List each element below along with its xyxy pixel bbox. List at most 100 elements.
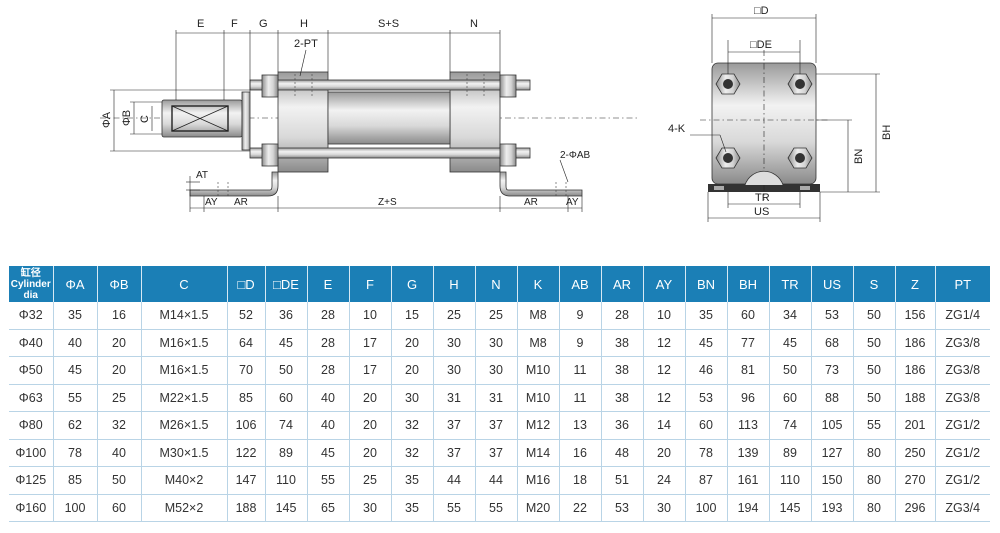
table-cell: 62: [53, 411, 98, 440]
table-cell: M30×1.5: [141, 439, 228, 467]
table-cell: 28: [601, 302, 644, 330]
table-cell: M22×1.5: [141, 384, 228, 412]
table-cell: 145: [769, 494, 812, 522]
table-cell: 50: [265, 356, 308, 385]
table-cell: 38: [601, 356, 644, 385]
table-cell: 32: [97, 411, 142, 440]
table-cell: 53: [811, 302, 854, 330]
table-cell: 22: [559, 494, 602, 522]
table-cell: 55: [307, 466, 350, 495]
technical-drawings: E F G H S+S N 2-PT ΦA ΦB C AT AY AR Z+S …: [100, 5, 893, 222]
table-cell: 36: [601, 411, 644, 440]
table-cell: 55: [475, 494, 518, 522]
table-cell: 65: [307, 494, 350, 522]
table-cell: 296: [895, 494, 936, 522]
table-cell: 35: [391, 494, 434, 522]
dim-label-ar-right: AR: [524, 197, 538, 208]
table-cell: 20: [349, 439, 392, 467]
table-cell: M10: [517, 356, 560, 385]
table-cell: 186: [895, 356, 936, 385]
table-cell: M26×1.5: [141, 411, 228, 440]
table-cell: 81: [727, 356, 770, 385]
column-header: K: [517, 266, 560, 302]
row-cylinder-dia: Φ32: [9, 302, 54, 330]
dim-label-c: C: [139, 115, 151, 123]
dim-label-ay-right: AY: [566, 197, 579, 208]
table-cell: 60: [727, 302, 770, 330]
dim-label-phi-a: ΦA: [101, 111, 113, 128]
table-cell: 77: [727, 329, 770, 357]
column-header: □D: [227, 266, 266, 302]
column-header: AR: [601, 266, 644, 302]
table-cell: ZG1/2: [935, 466, 990, 495]
table-cell: 30: [475, 329, 518, 357]
table-cell: 20: [97, 356, 142, 385]
dim-label-g: G: [259, 18, 268, 30]
table-cell: 100: [53, 494, 98, 522]
table-cell: 45: [265, 329, 308, 357]
table-cell: 17: [349, 356, 392, 385]
table-cell: 250: [895, 439, 936, 467]
table-cell: 40: [307, 411, 350, 440]
table-cell: 55: [853, 411, 896, 440]
table-cell: ZG1/2: [935, 439, 990, 467]
table-cell: 30: [391, 384, 434, 412]
table-cell: 37: [433, 439, 476, 467]
table-cell: 11: [559, 356, 602, 385]
end-view: □D □DE 4-K BH BN TR US: [668, 5, 893, 222]
table-cell: 38: [601, 329, 644, 357]
table-cell: 15: [391, 302, 434, 330]
table-cell: 30: [475, 356, 518, 385]
table-cell: M16: [517, 466, 560, 495]
table-cell: 188: [227, 494, 266, 522]
table-cell: 51: [601, 466, 644, 495]
table-cell: 25: [475, 302, 518, 330]
table-cell: 60: [685, 411, 728, 440]
table-cell: 31: [433, 384, 476, 412]
header-cylinder-dia-cn: 缸径: [20, 267, 41, 279]
column-header: C: [141, 266, 228, 302]
table-cell: 194: [727, 494, 770, 522]
table-cell: 40: [53, 329, 98, 357]
table-cell: 50: [97, 466, 142, 495]
table-cell: 78: [685, 439, 728, 467]
table-cell: M20: [517, 494, 560, 522]
column-header: N: [475, 266, 518, 302]
table-cell: 55: [53, 384, 98, 412]
row-cylinder-dia: Φ160: [9, 494, 54, 522]
table-cell: M40×2: [141, 466, 228, 495]
row-cylinder-dia: Φ50: [9, 356, 54, 385]
table-cell: ZG3/4: [935, 494, 990, 522]
table-cell: 35: [685, 302, 728, 330]
table-cell: 46: [685, 356, 728, 385]
table-cell: M52×2: [141, 494, 228, 522]
table-cell: 68: [811, 329, 854, 357]
table-cell: 147: [227, 466, 266, 495]
table-cell: 48: [601, 439, 644, 467]
table-cell: 78: [53, 439, 98, 467]
table-cell: 201: [895, 411, 936, 440]
table-cell: 139: [727, 439, 770, 467]
table-cell: 44: [433, 466, 476, 495]
column-header: TR: [769, 266, 812, 302]
dim-label-ar-left: AR: [234, 197, 248, 208]
table-cell: 55: [433, 494, 476, 522]
table-cell: 45: [53, 356, 98, 385]
table-cell: 20: [349, 411, 392, 440]
column-header: BN: [685, 266, 728, 302]
table-cell: 30: [643, 494, 686, 522]
table-cell: 16: [97, 302, 142, 330]
column-header: G: [391, 266, 434, 302]
table-cell: 113: [727, 411, 770, 440]
table-cell: 100: [685, 494, 728, 522]
table-cell: 64: [227, 329, 266, 357]
column-header: PT: [935, 266, 990, 302]
column-header: ΦA: [53, 266, 98, 302]
table-cell: 12: [643, 329, 686, 357]
table-cell: M16×1.5: [141, 356, 228, 385]
